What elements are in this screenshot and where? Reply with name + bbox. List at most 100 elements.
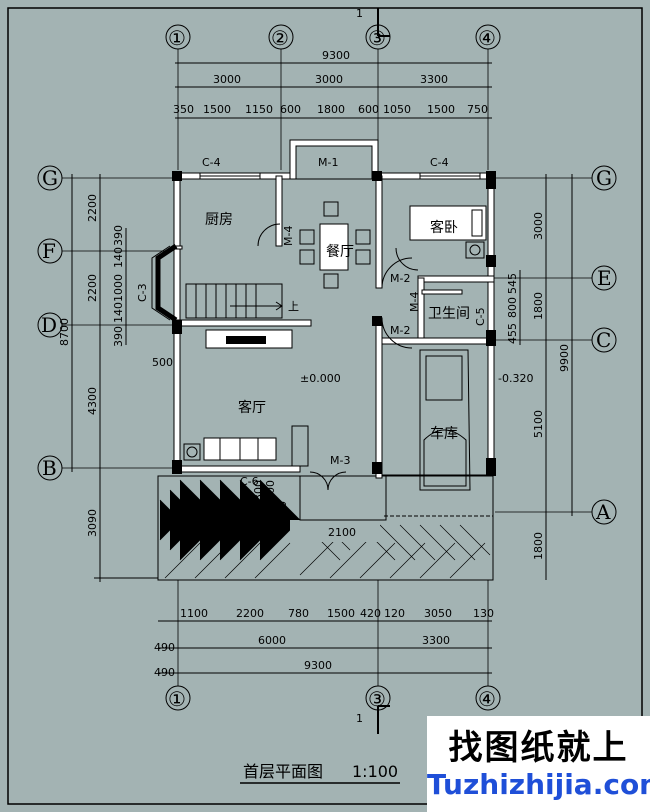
axis-f-left: F bbox=[42, 239, 56, 263]
axis-2-top: ② bbox=[271, 26, 289, 50]
level-main: ±0.000 bbox=[300, 372, 341, 385]
stairs bbox=[185, 283, 283, 319]
axis-g-left: G bbox=[42, 166, 58, 190]
axis-b-left: B bbox=[42, 456, 57, 480]
dim-right-fine-1: 545 bbox=[506, 273, 519, 294]
dim-top-fine-3: 1150 bbox=[245, 103, 273, 116]
dim-bottom-offset-1: 490 bbox=[154, 641, 175, 654]
dim-top-fine-8: 1500 bbox=[427, 103, 455, 116]
bottom-dimensions bbox=[158, 620, 492, 674]
dim-bottom-fine-6: 120 bbox=[384, 607, 405, 620]
label-m1: M-1 bbox=[318, 156, 338, 169]
watermark-en: Tuzhizhijia.com bbox=[427, 768, 650, 801]
grid-axis-left: G F D B bbox=[37, 165, 63, 481]
label-c4-left: C-4 bbox=[202, 156, 221, 169]
label-m3: M-3 bbox=[330, 454, 350, 467]
dim-top-fine-6: 600 bbox=[358, 103, 379, 116]
label-c6: C-6 bbox=[240, 475, 259, 488]
right-dimensions bbox=[519, 174, 573, 580]
stair-up-label: 上 bbox=[288, 300, 299, 313]
label-m2-guest: M-2 bbox=[390, 272, 410, 285]
dim-bottom-fine-4: 1500 bbox=[327, 607, 355, 620]
dim-bottom-fine-1: 1100 bbox=[180, 607, 208, 620]
dim-bottom-mid-2: 3300 bbox=[422, 634, 450, 647]
dim-bottom-total: 9300 bbox=[304, 659, 332, 672]
dim-top-fine-5: 1800 bbox=[317, 103, 345, 116]
dim-right-outer: 9900 bbox=[558, 344, 571, 372]
dim-bottom-fine-7: 3050 bbox=[424, 607, 452, 620]
dim-bottom-fine-5: 420 bbox=[360, 607, 381, 620]
drawing-frame bbox=[7, 7, 643, 805]
room-kitchen: 厨房 bbox=[205, 212, 233, 228]
dim-top-fine-4: 600 bbox=[280, 103, 301, 116]
room-living: 客厅 bbox=[238, 399, 266, 416]
dim-top-mid-3: 3300 bbox=[420, 73, 448, 86]
room-dining: 餐厅 bbox=[326, 244, 354, 260]
dim-misc-500: 500 bbox=[152, 356, 173, 369]
dim-top-fine-2: 1500 bbox=[203, 103, 231, 116]
grid-axis-bottom: ① ③ ④ bbox=[165, 685, 501, 711]
section-mark-top: 1 bbox=[356, 7, 390, 37]
dim-bottom-fine-2: 2200 bbox=[236, 607, 264, 620]
garage-car bbox=[382, 349, 488, 491]
living-furniture bbox=[183, 329, 309, 467]
dim-misc-1300a: 1300 bbox=[252, 480, 265, 508]
drawing-title: 首层平面图 bbox=[243, 762, 323, 781]
axis-d-left: D bbox=[41, 313, 57, 337]
dim-left-fine-2: 140 bbox=[112, 247, 125, 268]
dim-right-mid-3: 5100 bbox=[532, 410, 545, 438]
label-m4-bath: M-4 bbox=[408, 292, 421, 312]
level-garage: -0.320 bbox=[498, 372, 533, 385]
dim-top-mid-1: 3000 bbox=[213, 73, 241, 86]
dim-bottom-mid-1: 6000 bbox=[258, 634, 286, 647]
axis-e-right: E bbox=[597, 266, 612, 290]
label-c5: C-5 bbox=[474, 307, 487, 326]
dim-left-fine-1: 390 bbox=[112, 225, 125, 246]
dim-right-fine-3: 455 bbox=[506, 323, 519, 344]
dim-top-fine-1: 350 bbox=[173, 103, 194, 116]
level-porch: -0.300 bbox=[232, 524, 267, 537]
dim-top-fine-7: 1050 bbox=[383, 103, 411, 116]
dim-left-mid-1: 2200 bbox=[86, 194, 99, 222]
dim-right-mid-2: 1800 bbox=[532, 292, 545, 320]
section-mark-label-bottom: 1 bbox=[356, 712, 363, 725]
watermark-box: 找图纸就上 Tuzhizhijia.com bbox=[427, 716, 650, 812]
dim-left-outer: 8700 bbox=[58, 318, 71, 346]
windows bbox=[199, 172, 481, 295]
grid-axis-top: ① ② ③ ④ bbox=[165, 24, 501, 50]
dim-top-mid-2: 3000 bbox=[315, 73, 343, 86]
dim-top-total: 9300 bbox=[322, 49, 350, 62]
dim-top-fine-9: 750 bbox=[467, 103, 488, 116]
axis-c-right: C bbox=[596, 328, 611, 352]
label-m2-garage: M-2 bbox=[390, 324, 410, 337]
watermark-cn: 找图纸就上 bbox=[448, 728, 629, 768]
axis-4-bottom: ④ bbox=[478, 687, 496, 711]
doors bbox=[257, 223, 419, 491]
dim-right-mid-4: 1800 bbox=[532, 532, 545, 560]
room-bathroom: 卫生间 bbox=[428, 306, 470, 322]
dim-misc-1300b: 1300 bbox=[264, 480, 277, 508]
axis-1-bottom: ① bbox=[168, 687, 186, 711]
dim-left-fine-5: 390 bbox=[112, 326, 125, 347]
dim-bottom-offset-2: 490 bbox=[154, 666, 175, 679]
room-garage: 车库 bbox=[430, 425, 458, 442]
dim-right-mid-1: 3000 bbox=[532, 212, 545, 240]
axis-g-right: G bbox=[596, 166, 612, 190]
columns bbox=[172, 171, 496, 476]
drawing-scale: 1:100 bbox=[352, 762, 398, 781]
axis-a-right: A bbox=[595, 500, 611, 524]
dim-bottom-fine-3: 780 bbox=[288, 607, 309, 620]
dim-left-mid-4: 3090 bbox=[86, 509, 99, 537]
top-dimensions bbox=[175, 62, 492, 119]
grid-axis-right: G E C A bbox=[591, 165, 617, 525]
left-dimensions bbox=[71, 174, 162, 582]
dim-bottom-fine-8: 130 bbox=[473, 607, 494, 620]
porch-paving bbox=[157, 475, 494, 581]
dining-table bbox=[299, 201, 371, 289]
dim-misc-2100: 2100 bbox=[328, 526, 356, 539]
axis-3-top: ③ bbox=[368, 26, 386, 50]
dim-misc-300: 300 bbox=[276, 501, 289, 522]
axis-3-bottom: ③ bbox=[368, 687, 386, 711]
dim-left-mid-2: 2200 bbox=[86, 274, 99, 302]
